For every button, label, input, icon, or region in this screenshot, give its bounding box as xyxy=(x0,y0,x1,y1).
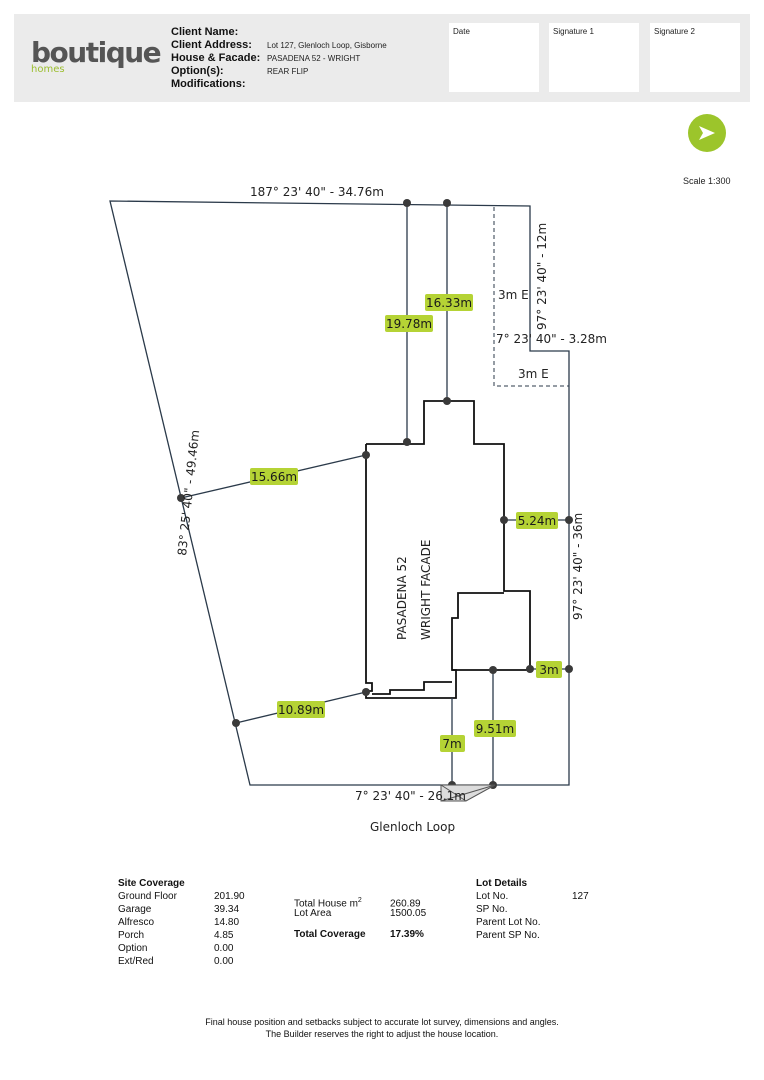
crossover-marker xyxy=(440,784,496,802)
lot-boundary xyxy=(109,200,570,786)
brand-logo: boutique homes xyxy=(31,36,162,75)
lot-details-title: Lot Details xyxy=(476,878,528,889)
client-address-label: Client Address: xyxy=(171,39,252,51)
house-name-label: PASADENA 52 xyxy=(395,556,409,640)
easement-label: 3m E xyxy=(518,367,549,381)
facade-name-label: WRIGHT FACADE xyxy=(419,540,433,640)
setback-badge: 3m xyxy=(536,661,562,678)
svg-text:9.51m: 9.51m xyxy=(476,722,514,736)
options-label: Option(s): xyxy=(171,65,224,77)
setback-badge: 9.51m xyxy=(474,720,516,737)
client-address-value: Lot 127, Glenloch Loop, Gisborne xyxy=(267,41,387,50)
svg-text:15.66m: 15.66m xyxy=(251,470,297,484)
client-name-label: Client Name: xyxy=(171,26,239,38)
setback-badge: 19.78m xyxy=(385,315,433,332)
date-box[interactable]: Date xyxy=(449,23,539,92)
easement-line xyxy=(493,207,569,387)
signature-1-box[interactable]: Signature 1 xyxy=(549,23,639,92)
modifications-label: Modifications: xyxy=(171,78,246,90)
house-facade-label: House & Facade: xyxy=(171,52,261,64)
boundary-left-label: 83° 25' 40" - 49.46m xyxy=(175,429,202,556)
boundary-top-label: 187° 23' 40" - 34.76m xyxy=(250,185,384,199)
house-footprint xyxy=(365,400,531,699)
svg-text:5.24m: 5.24m xyxy=(518,514,556,528)
svg-text:19.78m: 19.78m xyxy=(386,317,432,331)
house-facade-value: PASADENA 52 - WRIGHT xyxy=(267,54,361,63)
lot-details-table: Lot Details Lot No.127 SP No. Parent Lot… xyxy=(476,878,589,941)
svg-text:7m: 7m xyxy=(442,737,461,751)
boundary-right-lower-label: 97° 23' 40" - 36m xyxy=(571,513,585,620)
signature-2-box[interactable]: Signature 2 xyxy=(650,23,740,92)
setback-badge: 5.24m xyxy=(516,512,558,529)
client-labels: Client Name: Client Address: House & Fac… xyxy=(171,26,260,91)
scale-label: Scale 1:300 xyxy=(683,176,731,186)
setback-badge: 15.66m xyxy=(250,468,298,485)
svg-text:10.89m: 10.89m xyxy=(278,703,324,717)
boundary-right-upper-label: 97° 23' 40" - 12m xyxy=(535,223,549,330)
site-coverage-title: Site Coverage xyxy=(118,878,185,889)
setback-badge: 7m xyxy=(440,735,465,752)
boundary-bottom-label: 7° 23' 40" - 26.1m xyxy=(355,789,466,803)
street-name: Glenloch Loop xyxy=(370,820,456,834)
client-values: Lot 127, Glenloch Loop, Gisborne PASADEN… xyxy=(267,26,387,91)
svg-text:16.33m: 16.33m xyxy=(426,296,472,310)
header-bar: boutique homes Client Name: Client Addre… xyxy=(14,14,750,102)
send-arrow-icon xyxy=(699,126,715,140)
options-value: REAR FLIP xyxy=(267,67,309,76)
send-button[interactable] xyxy=(688,114,726,152)
easement-label: 3m E xyxy=(498,288,529,302)
easement-boundary-label: 7° 23' 40" - 3.28m xyxy=(496,332,607,346)
setback-badge: 16.33m xyxy=(425,294,473,311)
disclaimer: Final house position and setbacks subjec… xyxy=(205,1017,559,1039)
setback-badge: 10.89m xyxy=(277,701,325,718)
svg-text:3m: 3m xyxy=(539,663,558,677)
